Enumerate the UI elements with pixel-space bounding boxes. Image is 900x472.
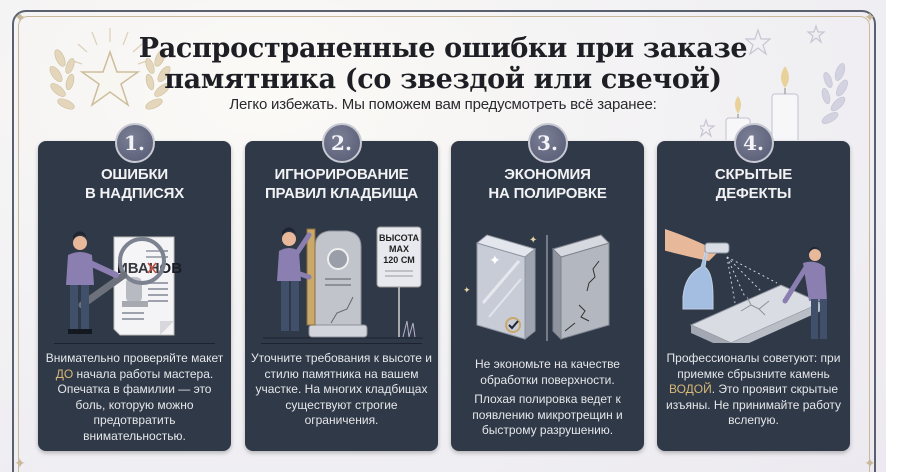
card-cemetery-rules: 2. ИГНОРИРОВАНИЕ ПРАВИЛ КЛАДБИЩА ВЫСОТА … bbox=[245, 123, 438, 451]
card-divider bbox=[54, 343, 215, 344]
card-description: Не экономьте на качестве обработки повер… bbox=[472, 357, 623, 437]
corner-sparkle-icon: ✦ bbox=[14, 455, 26, 471]
card-hidden-defects: 4. СКРЫТЫЕ ДЕФЕКТЫ Профессион bbox=[657, 123, 850, 451]
magnifier-document-icon: ИВАНОВ bbox=[66, 231, 182, 336]
corner-sparkle-icon: ✦ bbox=[864, 9, 876, 25]
svg-text:✦: ✦ bbox=[529, 235, 537, 246]
card-description: Профессионалы советуют: при приемке сбры… bbox=[666, 351, 841, 427]
decorative-frame-outer bbox=[12, 10, 876, 472]
step-number-badge: 1. bbox=[114, 123, 155, 163]
svg-text:✦: ✦ bbox=[489, 252, 501, 268]
card-description: Уточните требования к высоте и стилю пам… bbox=[251, 351, 432, 427]
card-title: СКРЫТЫЕ ДЕФЕКТЫ bbox=[714, 166, 793, 202]
gravestone-ruler-icon: ВЫСОТА MAX 120 СМ bbox=[263, 226, 423, 339]
page-title-line-1: Распространенные ошибки при заказе bbox=[138, 33, 748, 64]
corner-sparkle-icon: ✦ bbox=[14, 9, 26, 25]
corner-sparkle-icon: ✦ bbox=[864, 455, 876, 471]
card-title: ОШИБКИ В НАДПИСЯХ bbox=[84, 166, 185, 202]
card-title: ЭКОНОМИЯ НА ПОЛИРОВКЕ bbox=[488, 166, 607, 202]
svg-text:✦: ✦ bbox=[463, 285, 471, 295]
step-number-badge: 3. bbox=[527, 123, 568, 163]
card-title: ИГНОРИРОВАНИЕ ПРАВИЛ КЛАДБИЩА bbox=[264, 166, 419, 202]
card-polishing-savings: 3. ЭКОНОМИЯ НА ПОЛИРОВКЕ ✦ ✦ ✦ Не эк bbox=[451, 123, 644, 451]
svg-text:120 СМ: 120 СМ bbox=[383, 255, 414, 265]
star-laurel-decoration-icon bbox=[49, 28, 171, 110]
step-number-badge: 4. bbox=[733, 123, 774, 163]
svg-text:ВЫСОТА: ВЫСОТА bbox=[379, 233, 420, 243]
highlight-word: ВОДОЙ bbox=[668, 382, 712, 396]
step-number-badge: 2. bbox=[321, 123, 362, 163]
highlight-word: ДО bbox=[55, 366, 74, 381]
card-divider bbox=[261, 343, 422, 344]
page-title-line-2: памятника (со звездой или свечой) bbox=[164, 64, 722, 95]
polished-vs-cracked-stone-icon: ✦ ✦ ✦ bbox=[463, 234, 610, 341]
svg-text:MAX: MAX bbox=[389, 244, 409, 254]
svg-text:ИВАНОВ: ИВАНОВ bbox=[117, 260, 182, 277]
page-subtitle: Легко избежать. Мы поможем вам предусмот… bbox=[229, 96, 657, 113]
decorative-frame-inner bbox=[18, 16, 870, 472]
card-description: Внимательно проверяйте макет ДО начала р… bbox=[45, 351, 224, 443]
card-inscription-errors: 1. ОШИБКИ В НАДПИСЯХ ИВАНОВ bbox=[38, 123, 231, 451]
spray-bottle-stone-icon bbox=[665, 229, 827, 343]
